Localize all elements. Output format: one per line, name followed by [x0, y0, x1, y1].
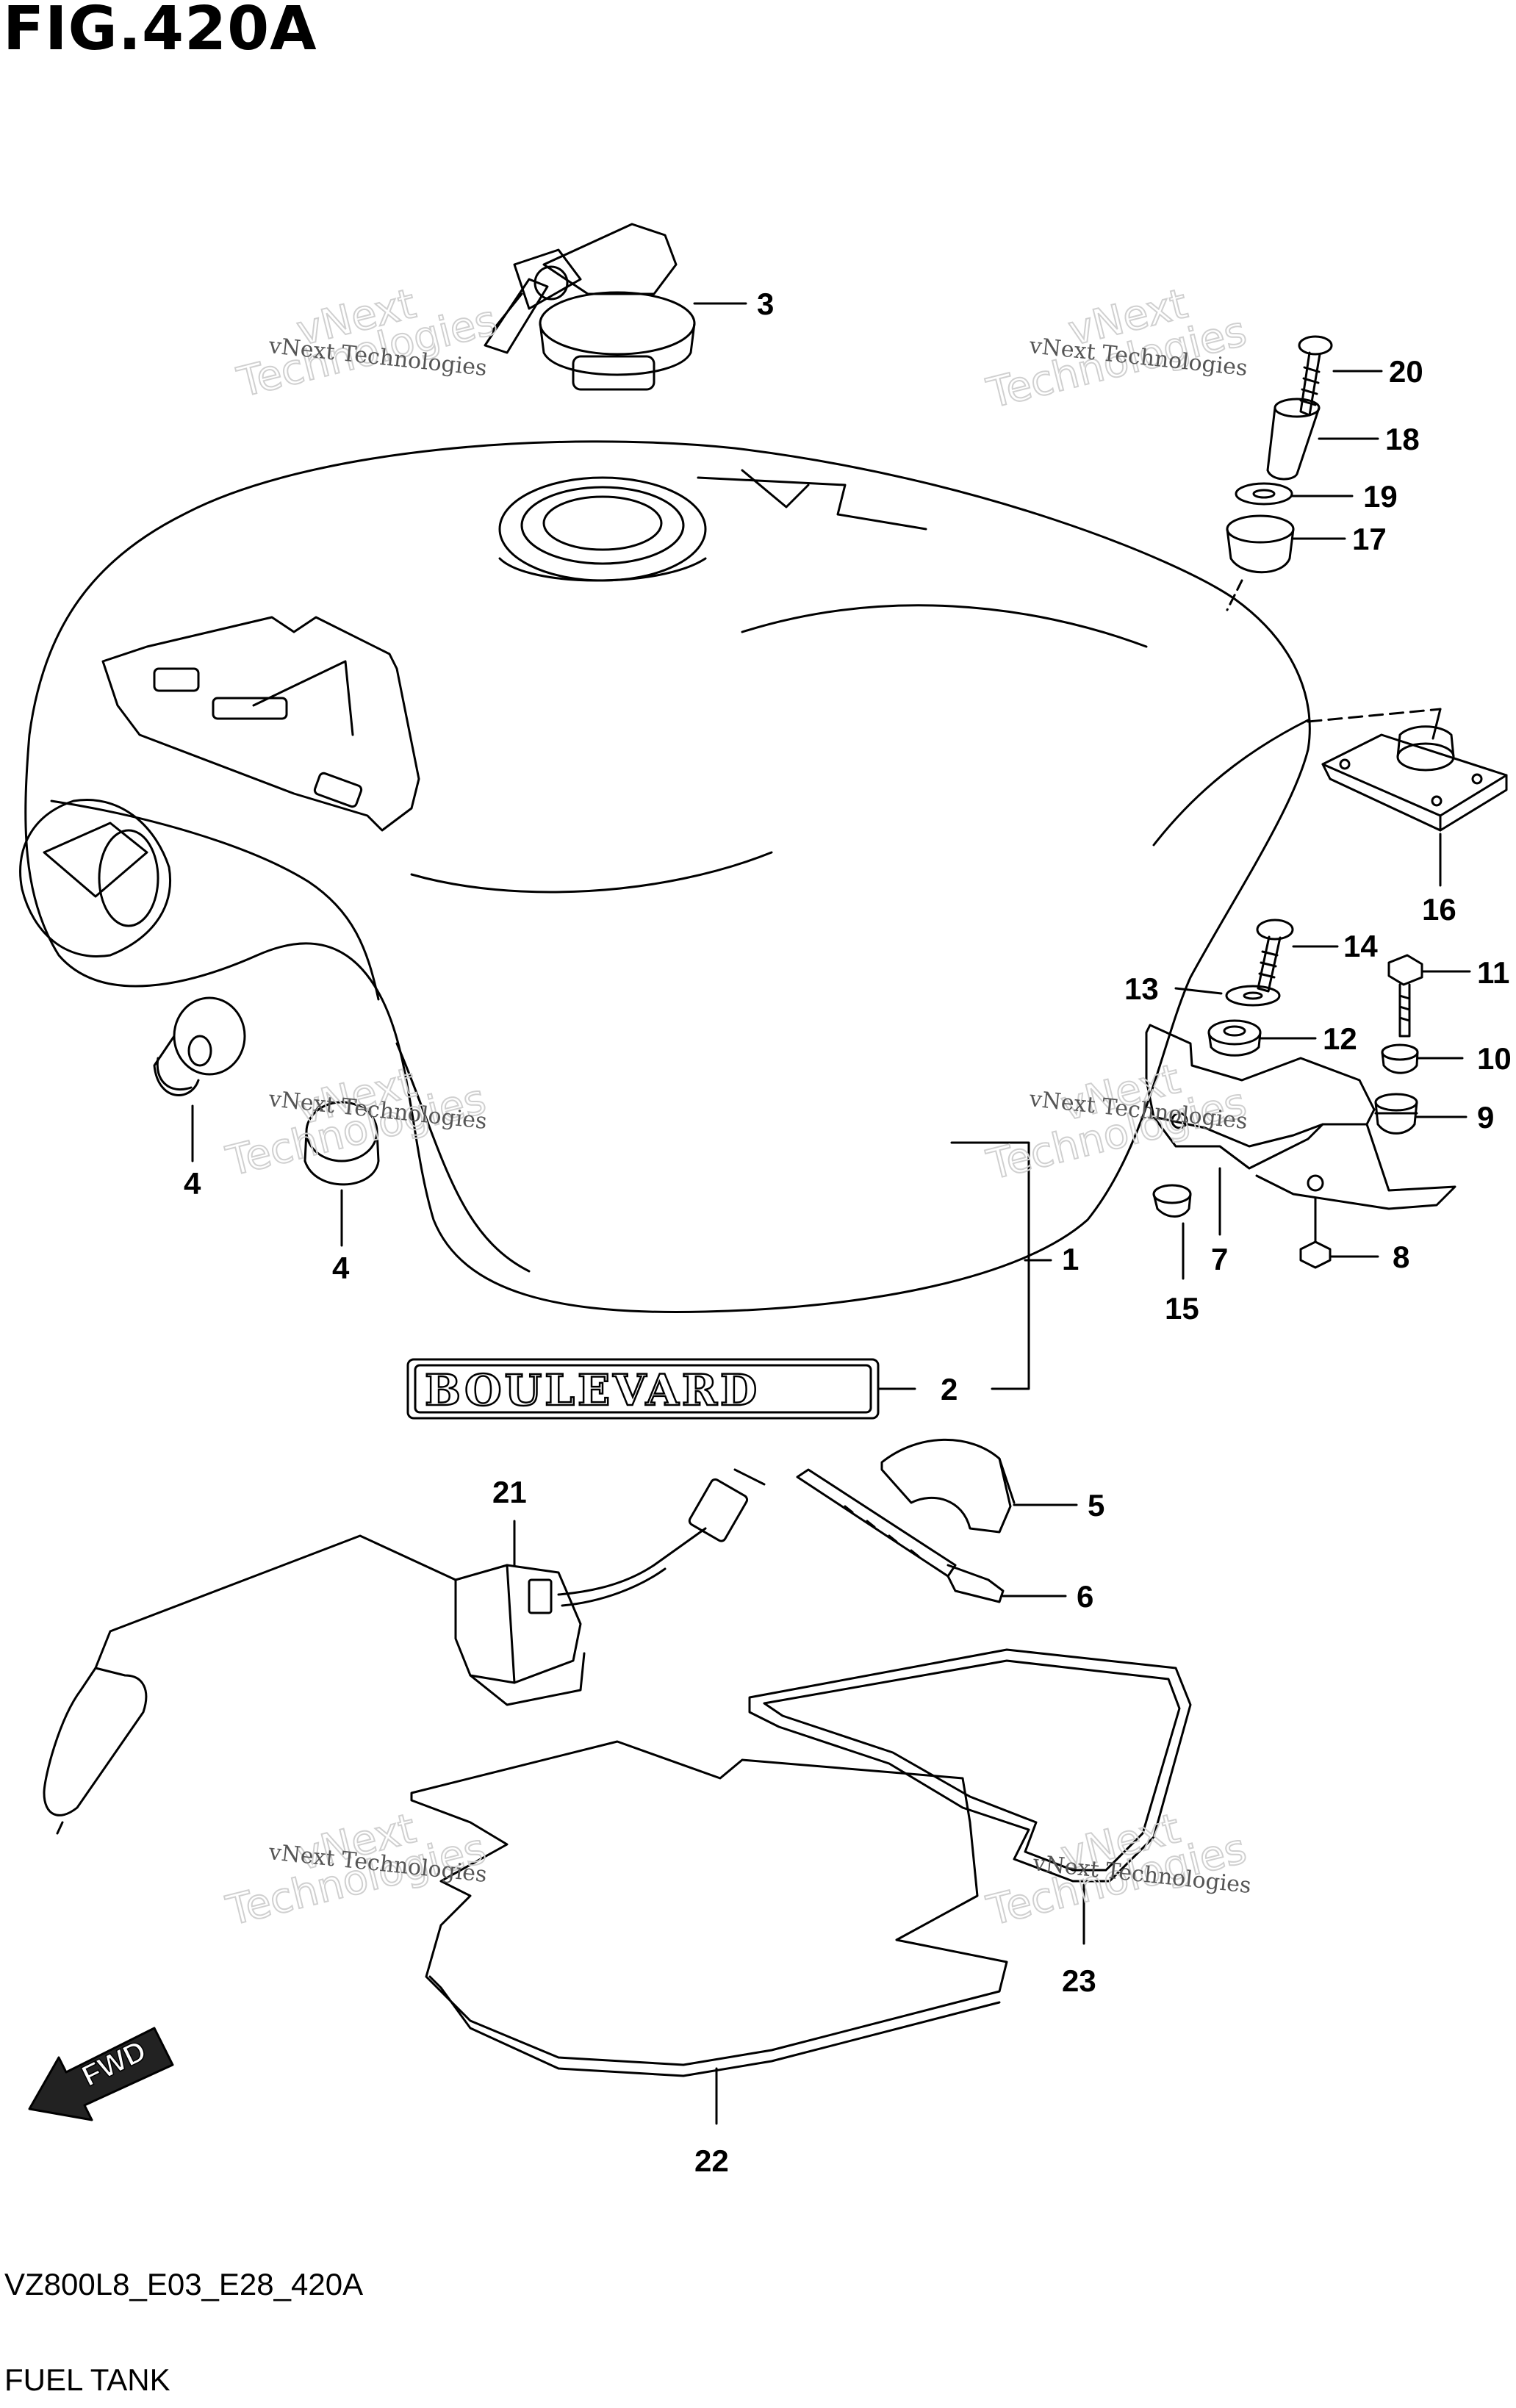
callout-23[interactable]: 23: [1062, 1963, 1096, 1998]
callout-20[interactable]: 20: [1389, 354, 1423, 389]
callout-13[interactable]: 13: [1124, 971, 1159, 1006]
cushion-4b-drawing: [303, 1101, 380, 1186]
callout-22[interactable]: 22: [694, 2143, 729, 2178]
fuel-cap-drawing: [484, 223, 696, 391]
section-name: FUEL TANK: [4, 2362, 170, 2397]
callout-19[interactable]: 19: [1363, 479, 1398, 514]
callout-17[interactable]: 17: [1352, 522, 1387, 556]
callout-11[interactable]: 11: [1477, 955, 1509, 990]
trim-23-drawing: [748, 1648, 1192, 1883]
fwd-arrow-drawing: [28, 2027, 174, 2121]
emblem-text: BOULEVARD: [425, 1365, 760, 1415]
collar-15-drawing: [1152, 1184, 1192, 1218]
callout-14[interactable]: 14: [1343, 929, 1378, 963]
callout-18[interactable]: 18: [1385, 422, 1420, 456]
callout-9[interactable]: 9: [1477, 1100, 1494, 1135]
washer-19-drawing: [1235, 482, 1293, 506]
bracket-7-drawing: [1145, 1024, 1456, 1210]
fuel-gauge-drawing: [43, 1468, 766, 1835]
callout-2[interactable]: 2: [941, 1372, 958, 1406]
cushion-16-drawing: [1321, 725, 1508, 832]
washer-13-drawing: [1225, 985, 1281, 1007]
callout-15[interactable]: 15: [1165, 1291, 1199, 1326]
cushion-17-drawing: [1226, 514, 1295, 574]
callout-16[interactable]: 16: [1422, 892, 1456, 927]
callout-4a[interactable]: 4: [184, 1166, 201, 1201]
clamp-6-drawing: [796, 1468, 1005, 1603]
bolt-8-drawing: [1299, 1196, 1332, 1269]
callout-1[interactable]: 1: [1062, 1242, 1079, 1276]
callout-3[interactable]: 3: [757, 287, 774, 321]
cushion-5-drawing: [880, 1438, 1016, 1534]
pad-22-drawing: [410, 1740, 1008, 2077]
callout-21[interactable]: 21: [492, 1475, 527, 1509]
callout-5[interactable]: 5: [1088, 1488, 1104, 1523]
figure-title: FIG.420A: [3, 0, 317, 64]
fuel-tank-drawing: [19, 440, 1311, 1313]
callout-8[interactable]: 8: [1393, 1240, 1409, 1274]
collar-18-drawing: [1266, 398, 1321, 481]
model-code: VZ800L8_E03_E28_420A: [4, 2267, 364, 2301]
callout-labels: 3 20 18 19 17 16 14 11 13 12 10 9 1 7 8 …: [184, 287, 1512, 2178]
callout-10[interactable]: 10: [1477, 1041, 1512, 1076]
cushion-4a-drawing: [153, 996, 246, 1096]
cushion-9-drawing: [1374, 1093, 1418, 1135]
bolt-11-drawing: [1387, 954, 1423, 1038]
callout-12[interactable]: 12: [1323, 1021, 1357, 1056]
callout-6[interactable]: 6: [1077, 1579, 1093, 1614]
callout-4b[interactable]: 4: [332, 1251, 350, 1285]
screw-20-drawing: [1298, 335, 1333, 417]
screw-14-drawing: [1256, 919, 1294, 993]
collar-10-drawing: [1381, 1043, 1419, 1074]
callout-7[interactable]: 7: [1211, 1242, 1228, 1276]
watermark-group: Technologies vNext vNext Technologies Te…: [221, 279, 1253, 1936]
cushion-12-drawing: [1207, 1019, 1262, 1057]
